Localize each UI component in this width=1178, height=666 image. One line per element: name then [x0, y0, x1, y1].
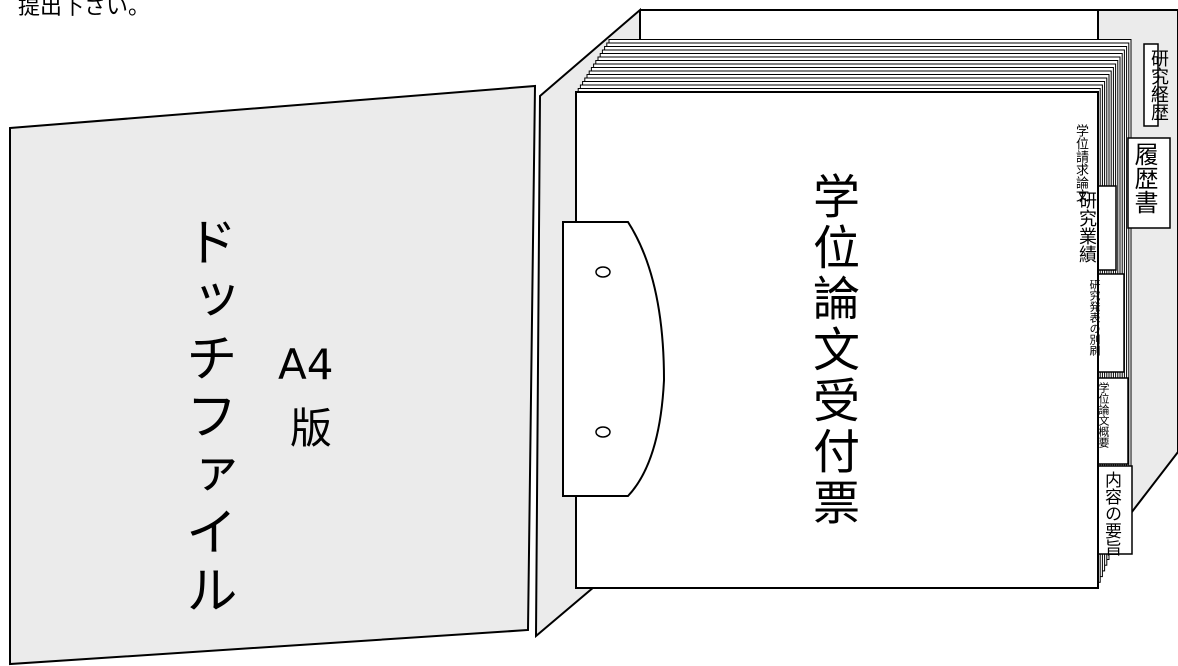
tab-label-degree-thesis: 学位請求論文 — [1073, 124, 1088, 202]
instruction-caption: 提出下さい。 — [18, 0, 151, 20]
binder-ring-hole-top — [595, 266, 611, 278]
paper-size-kanji: 版 — [290, 404, 333, 453]
tab-resume — [1127, 137, 1171, 229]
binder-clip — [562, 221, 666, 497]
tab-label-research-achievements: 研究業績 — [1076, 191, 1097, 263]
folder-title: ドッチファイル — [176, 215, 236, 621]
tab-content-summary — [1095, 465, 1133, 555]
binder-ring-hole-bottom — [595, 426, 611, 438]
front-cover-panel — [9, 84, 537, 666]
tab-research-history — [1143, 43, 1159, 127]
receipt-sheet-title: 学位論文受付票 — [804, 172, 859, 529]
tab-label-reprints: 研究発表の別刷 — [1088, 279, 1101, 356]
binder-clip-plate — [562, 221, 666, 497]
front-cover — [9, 84, 537, 666]
tab-label-resume: 履歴書 — [1130, 142, 1158, 214]
paper-size-label: A4 — [278, 340, 334, 389]
tab-label-content-summary: 内容の要旨 — [1101, 471, 1121, 556]
tab-label-thesis-outline: 学位論文概要 — [1097, 382, 1110, 448]
tab-label-research-history: 研究経歴 — [1148, 49, 1169, 121]
